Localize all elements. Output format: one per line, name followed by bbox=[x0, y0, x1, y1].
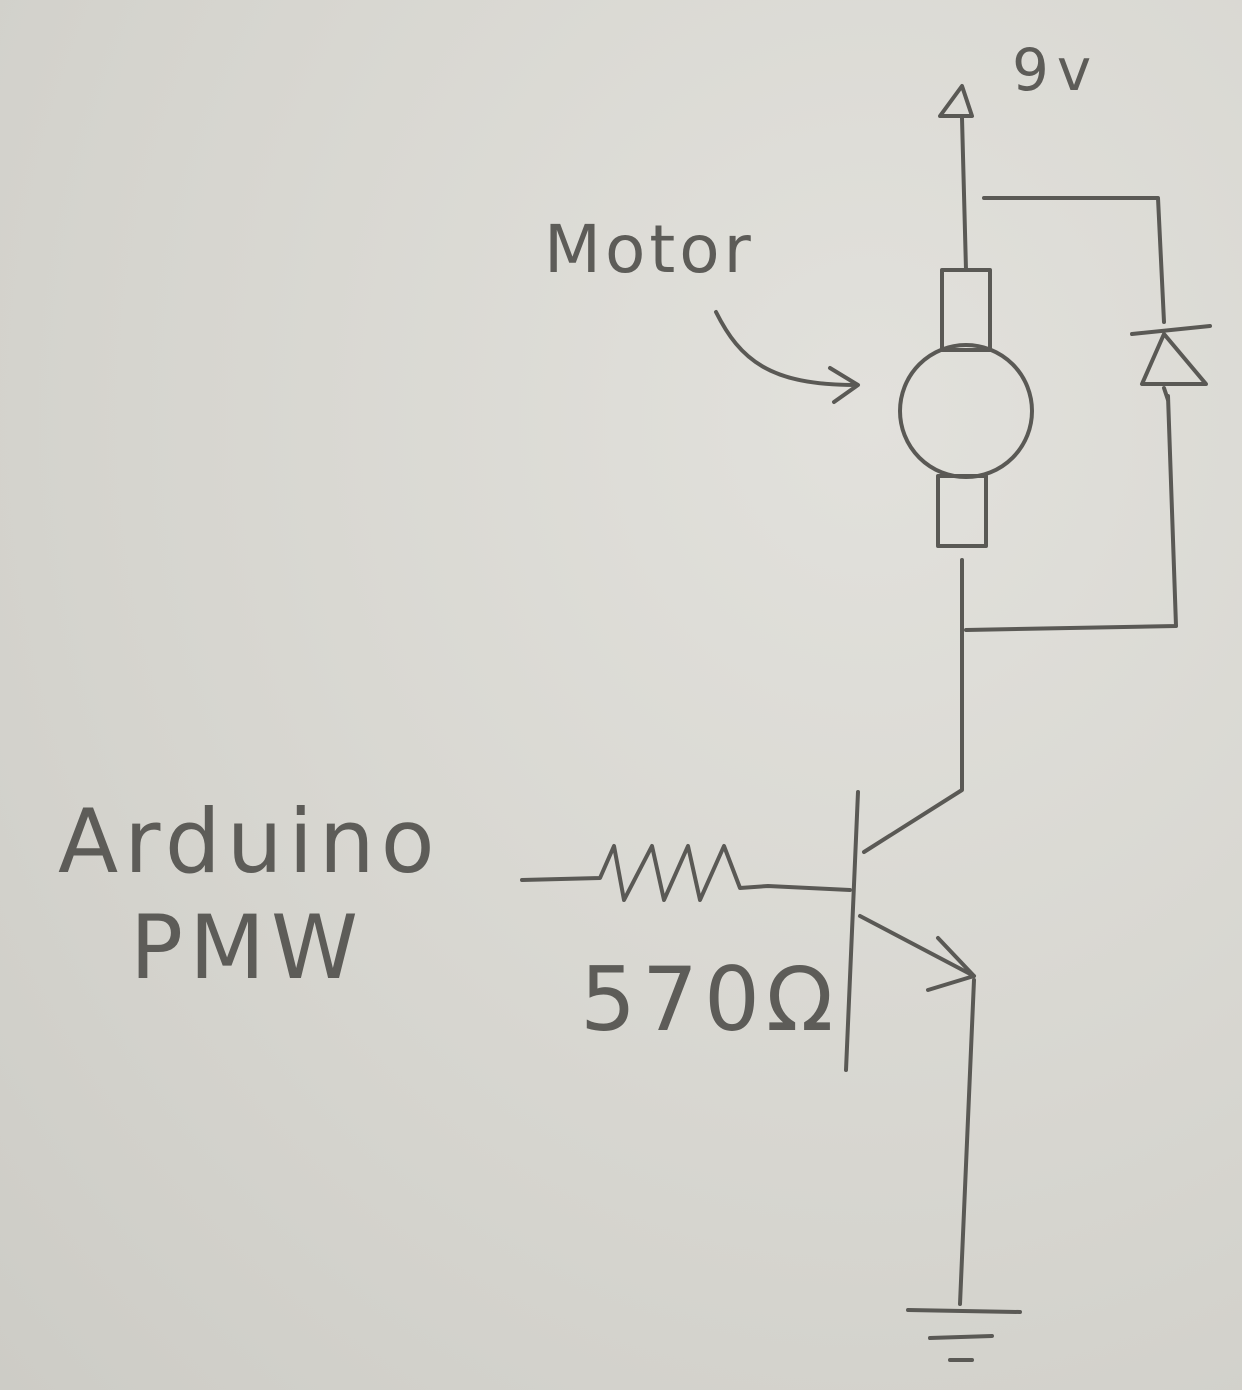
supply-arrow bbox=[938, 84, 974, 118]
resistor-value-label: 570Ω bbox=[580, 948, 839, 1051]
diode-top-wire bbox=[982, 196, 1166, 324]
motor-label: Motor bbox=[544, 211, 755, 288]
transistor-emitter bbox=[858, 914, 976, 978]
supply-label: 9v bbox=[1012, 36, 1099, 104]
flyback-diode bbox=[1130, 324, 1212, 402]
transistor-base-bar bbox=[844, 790, 860, 1072]
collector-wire bbox=[862, 558, 964, 854]
resistor-symbol bbox=[520, 844, 852, 902]
diode-bottom-wire bbox=[964, 394, 1178, 632]
ground-icon bbox=[906, 1308, 1022, 1362]
input-label-pwm: PMW bbox=[130, 896, 364, 999]
emitter-arrow-icon bbox=[926, 936, 976, 992]
supply-wire bbox=[960, 116, 968, 272]
motor-pointer-arrow bbox=[714, 310, 860, 404]
ground-wire bbox=[958, 978, 976, 1306]
motor-symbol bbox=[898, 268, 1034, 548]
input-label-arduino: Arduino bbox=[58, 790, 441, 893]
